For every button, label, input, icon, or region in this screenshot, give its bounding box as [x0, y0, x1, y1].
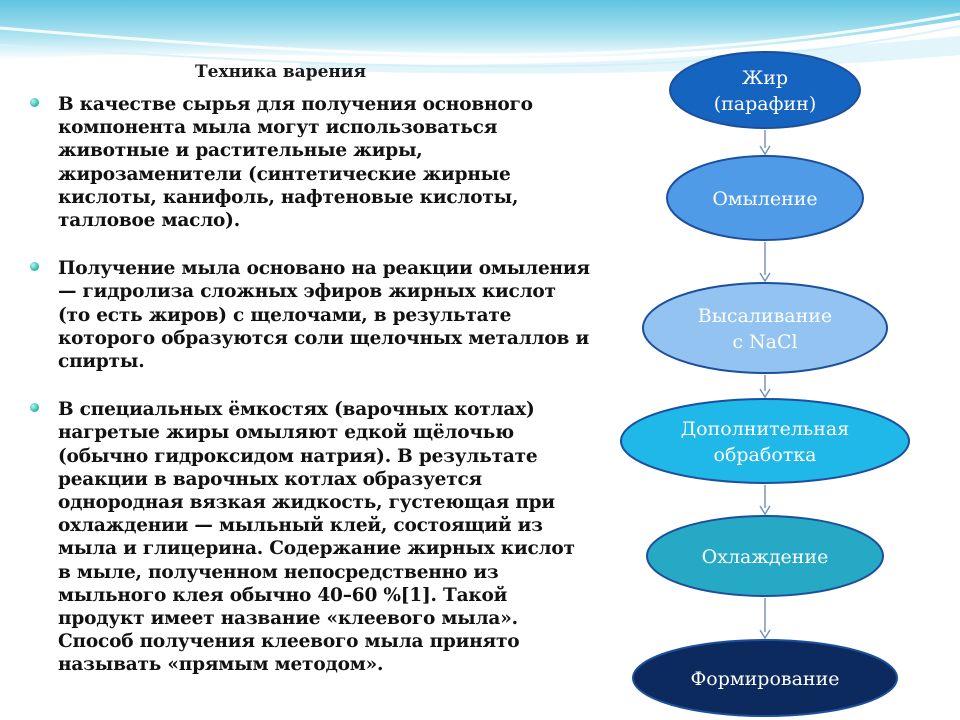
- flow-node-label: Жир: [742, 67, 788, 89]
- bullet-dot-icon: [30, 403, 39, 413]
- bullet-text: В качестве сырья для получения основного…: [58, 94, 533, 232]
- node-forming: Формирование: [632, 639, 898, 717]
- flow-node-label: Дополнительная: [681, 418, 850, 440]
- flow-node-label: Охлаждение: [702, 546, 829, 568]
- bullet-text: Получение мыла основано на реакции омыле…: [58, 258, 590, 373]
- flow-node-label: (парафин): [714, 93, 817, 115]
- node-cooling: Охлаждение: [646, 515, 884, 597]
- flow-node-shape: [666, 155, 864, 241]
- flow-node-shape: [620, 398, 910, 484]
- arrow-down-icon: [759, 145, 771, 156]
- node-fat: Жир (парафин): [669, 51, 861, 129]
- flow-node-shape: [646, 515, 884, 597]
- bullet-dot-icon: [30, 262, 39, 272]
- arrow-down-icon: [759, 388, 771, 399]
- bullet-item-raw-materials: В качестве сырья для получения основного…: [30, 93, 590, 232]
- node-saponification: Омыление: [666, 155, 864, 241]
- bullet-text: В специальных ёмкостях (варочных котлах)…: [58, 399, 575, 676]
- bullet-list: В качестве сырья для получения основного…: [30, 93, 590, 702]
- slide-title: Техника варения: [195, 62, 367, 82]
- flow-node-shape: [632, 639, 898, 717]
- bullet-item-saponification: Получение мыла основано на реакции омыле…: [30, 257, 590, 373]
- flow-node-label: Высаливание: [698, 305, 832, 327]
- bullet-item-boiling-process: В специальных ёмкостях (варочных котлах)…: [30, 398, 590, 676]
- flow-node-shape: [642, 282, 888, 374]
- arrow-down-icon: [759, 505, 771, 516]
- arrow-down-icon: [759, 272, 771, 283]
- flow-node-label: с NaCl: [732, 331, 797, 353]
- flow-node-label: обработка: [714, 444, 817, 466]
- node-salting-out: Высаливание с NaCl: [642, 282, 888, 374]
- flow-node-label: Формирование: [690, 668, 839, 690]
- arrow-down-icon: [759, 629, 771, 640]
- flow-node-label: Омыление: [712, 188, 817, 210]
- node-extra-processing: Дополнительная обработка: [620, 398, 910, 484]
- bullet-dot-icon: [30, 98, 39, 107]
- flow-node-shape: [669, 51, 861, 129]
